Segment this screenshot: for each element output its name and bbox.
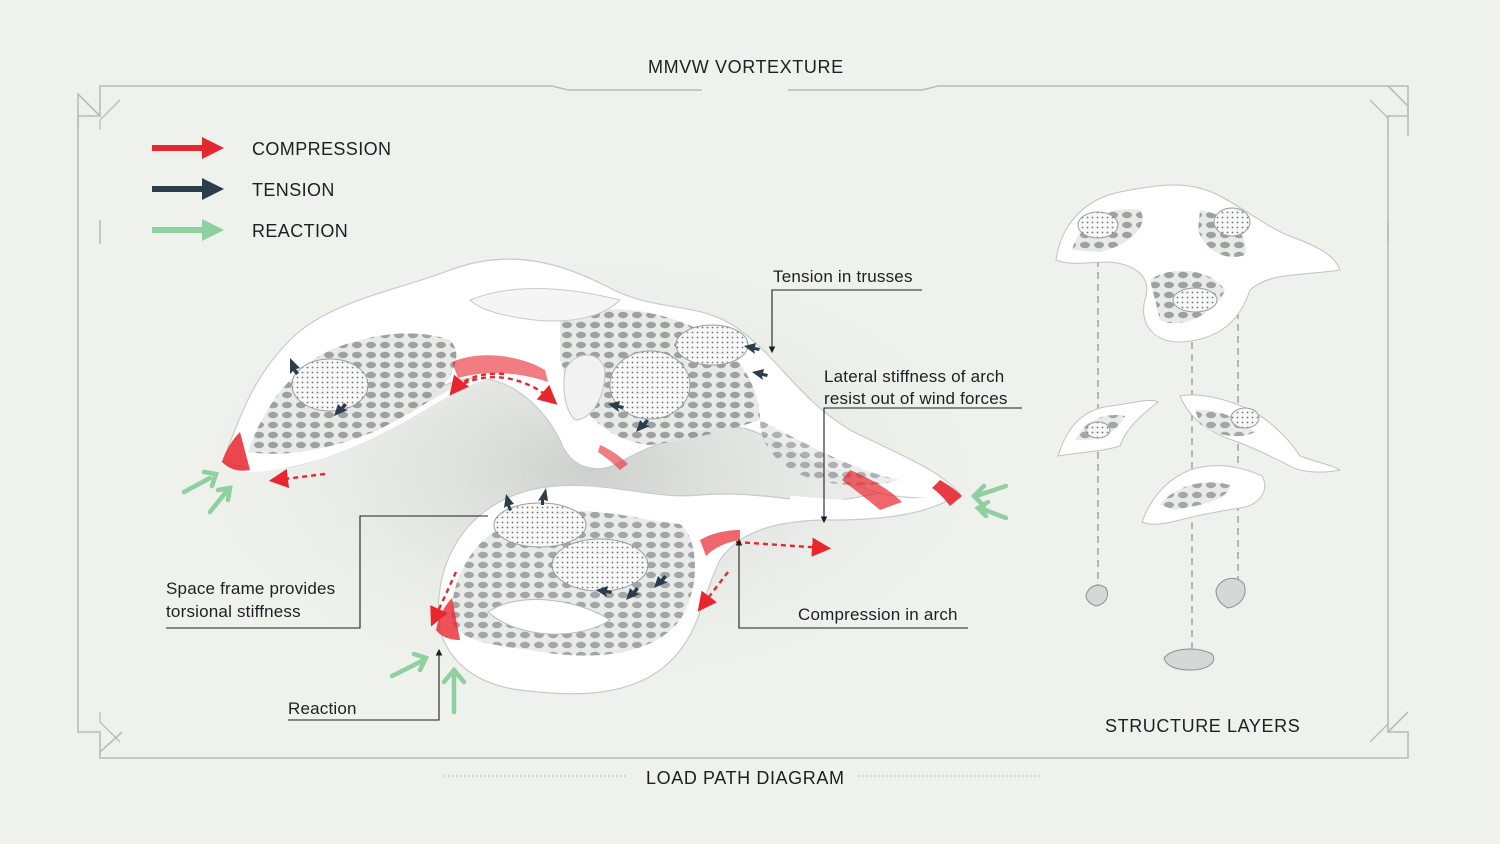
page-title: MMVW VORTEXTURE: [648, 57, 844, 77]
outer-frame: [77, 85, 1409, 759]
annotation-reaction: Reaction: [288, 699, 357, 718]
annotation-lateral-line1: Lateral stiffness of arch: [824, 367, 1005, 386]
compression-zones: [222, 355, 962, 640]
shell-structure-main: [170, 240, 1010, 700]
annotation-tension-trusses: Tension in trusses: [773, 267, 913, 286]
legend-reaction-arrow: [152, 219, 224, 241]
legend-label-compression: COMPRESSION: [252, 139, 392, 159]
legend-label-reaction: REACTION: [252, 221, 349, 241]
annotation-space-frame-line2: torsional stiffness: [166, 602, 301, 621]
legend-compression-arrow: [152, 137, 224, 159]
caption-structure-layers: STRUCTURE LAYERS: [1105, 716, 1301, 736]
annotation-compression-arch: Compression in arch: [798, 605, 958, 624]
legend: [152, 137, 224, 241]
tension-arrows: [290, 343, 768, 600]
structure-layers-figure: [1055, 184, 1342, 671]
legend-label-tension: TENSION: [252, 180, 335, 200]
inner-bracket-corners: [99, 99, 1389, 743]
reaction-arrows: [181, 469, 1009, 715]
caption-load-path-diagram: LOAD PATH DIAGRAM: [646, 768, 845, 788]
annotation-leaders: [166, 289, 1022, 721]
legend-tension-arrow: [152, 178, 224, 200]
annotation-space-frame-line1: Space frame provides: [166, 579, 336, 598]
annotation-lateral-line2: resist out of wind forces: [824, 389, 1008, 408]
compression-dashed-arrows: [268, 372, 832, 627]
